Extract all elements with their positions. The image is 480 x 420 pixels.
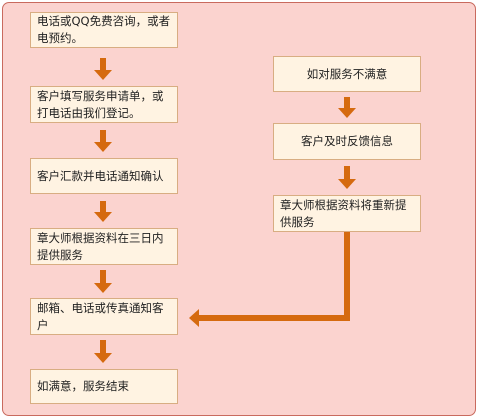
step-remit-and-confirm-text: 客户汇款并电话通知确认 <box>37 168 164 183</box>
step-reprovide-service-text: 章大师根据资料将重新提供服务 <box>280 197 407 229</box>
step-service-ends: 如满意，服务结束 <box>30 369 178 404</box>
arrow-down-3 <box>94 201 112 222</box>
arrow-down-2 <box>94 130 112 152</box>
arrow-down-right-1 <box>338 97 356 118</box>
arrow-down-5 <box>94 340 112 363</box>
step-notify-customer: 邮箱、电话或传真通知客户 <box>30 298 178 335</box>
step-notify-customer-text: 邮箱、电话或传真通知客户 <box>37 300 164 332</box>
step-free-consultation: 电话或QQ免费咨询，或者电预约。 <box>30 12 178 48</box>
step-free-consultation-text: 电话或QQ免费咨询，或者电预约。 <box>37 14 171 45</box>
step-reprovide-service: 章大师根据资料将重新提供服务 <box>273 195 421 232</box>
arrow-down-1 <box>94 58 112 80</box>
arrow-down-4 <box>94 270 112 293</box>
step-service-within-three-days-text: 章大师根据资料在三日内提供服务 <box>37 230 164 262</box>
step-not-satisfied-text: 如对服务不满意 <box>306 66 388 81</box>
arrow-return-to-notify <box>189 232 350 327</box>
step-service-within-three-days: 章大师根据资料在三日内提供服务 <box>30 228 178 265</box>
arrow-down-right-2 <box>338 166 356 189</box>
step-feedback-text: 客户及时反馈信息 <box>301 134 393 148</box>
step-remit-and-confirm: 客户汇款并电话通知确认 <box>30 158 178 194</box>
step-fill-application-text: 客户填写服务申请单，或打电话由我们登记。 <box>37 88 164 120</box>
step-feedback: 客户及时反馈信息 <box>273 123 421 160</box>
step-service-ends-text: 如满意，服务结束 <box>37 379 129 393</box>
step-not-satisfied: 如对服务不满意 <box>273 56 421 92</box>
step-fill-application: 客户填写服务申请单，或打电话由我们登记。 <box>30 86 178 123</box>
